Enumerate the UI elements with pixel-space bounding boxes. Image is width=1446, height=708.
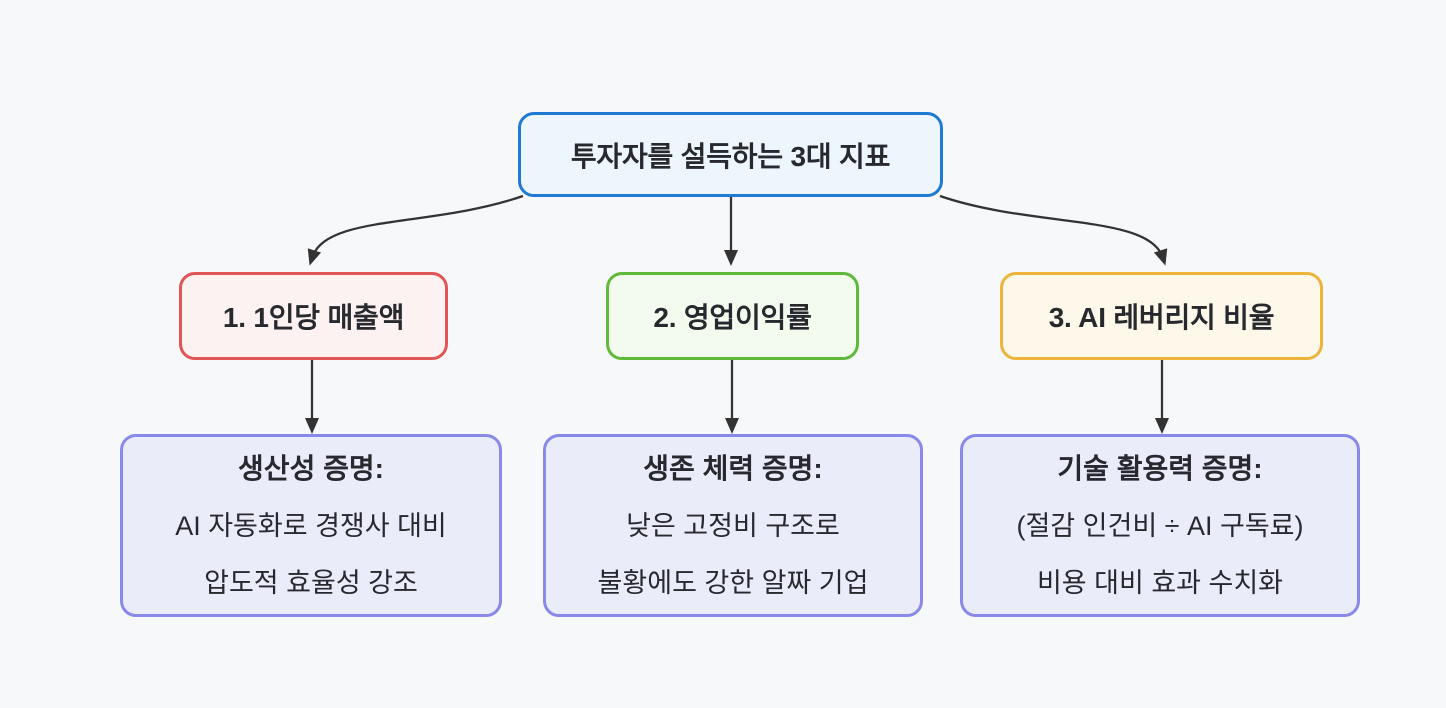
detail-line: (절감 인건비 ÷ AI 구독료) — [1016, 510, 1304, 541]
detail-heading: 기술 활용력 증명: — [1057, 452, 1263, 484]
metric-label: 3. AI 레버리지 비율 — [1048, 302, 1275, 333]
node-metric-operating-margin: 2. 영업이익률 — [606, 272, 859, 360]
detail-line: 낮은 고정비 구조로 — [626, 510, 840, 541]
node-detail-tech-utilization-proof: 기술 활용력 증명: (절감 인건비 ÷ AI 구독료) 비용 대비 효과 수치… — [960, 434, 1360, 617]
node-detail-survival-proof: 생존 체력 증명: 낮은 고정비 구조로 불황에도 강한 알짜 기업 — [543, 434, 923, 617]
node-root-topic: 투자자를 설득하는 3대 지표 — [518, 112, 943, 197]
node-metric-revenue-per-person: 1. 1인당 매출액 — [179, 272, 448, 360]
node-detail-productivity-proof: 생산성 증명: AI 자동화로 경쟁사 대비 압도적 효율성 강조 — [120, 434, 502, 617]
arrow-root-to-metric3 — [939, 194, 1168, 266]
metric-label: 1. 1인당 매출액 — [222, 302, 405, 333]
detail-line: 비용 대비 효과 수치화 — [1036, 567, 1284, 598]
detail-heading: 생존 체력 증명: — [643, 452, 823, 484]
detail-heading: 생산성 증명: — [238, 452, 384, 484]
root-topic-label: 투자자를 설득하는 3대 지표 — [570, 140, 891, 172]
detail-line: 압도적 효율성 강조 — [204, 567, 418, 598]
arrow-root-to-metric1 — [307, 194, 524, 266]
detail-line: AI 자동화로 경쟁사 대비 — [175, 510, 447, 541]
metric-label: 2. 영업이익률 — [653, 302, 812, 333]
detail-line: 불황에도 강한 알짜 기업 — [597, 567, 869, 598]
node-metric-ai-leverage-ratio: 3. AI 레버리지 비율 — [1000, 272, 1323, 360]
